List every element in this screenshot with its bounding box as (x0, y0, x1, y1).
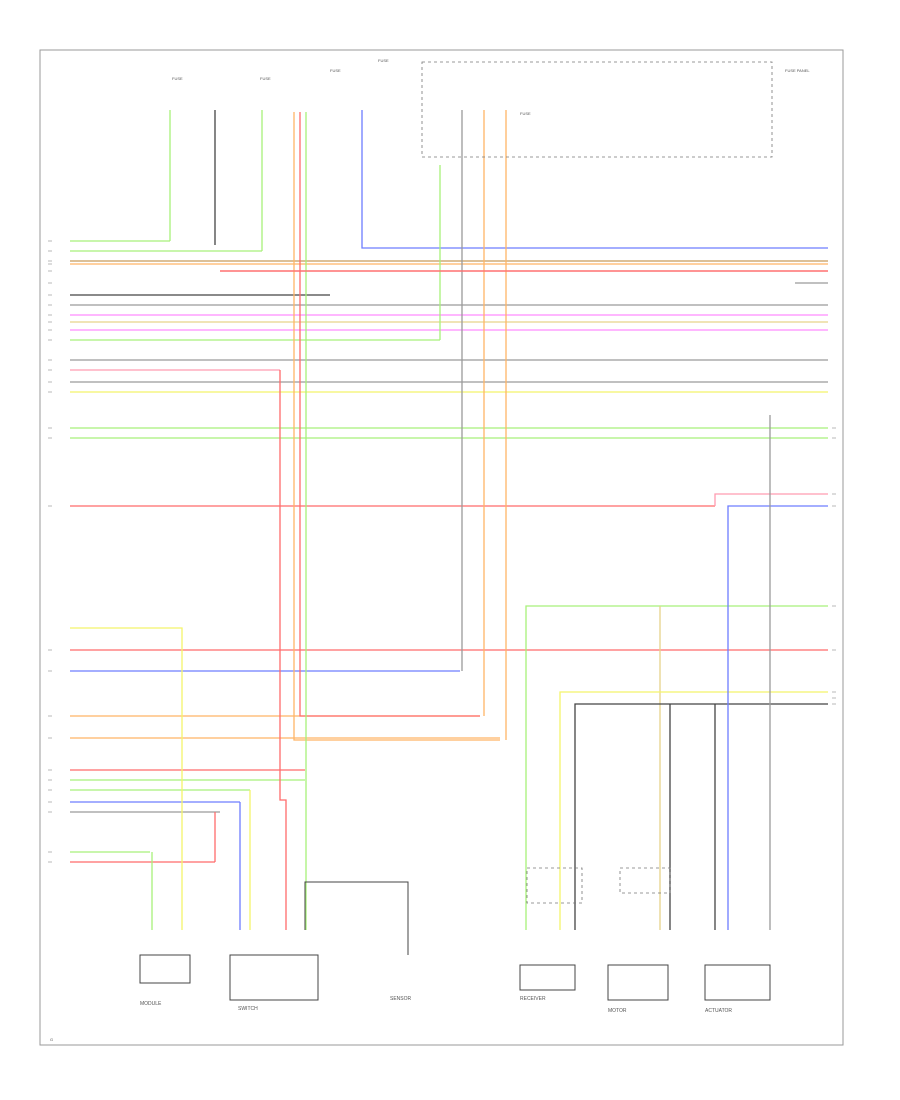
receiver-bracket (304, 881, 409, 955)
fuse-label-4: FUSE (378, 58, 389, 63)
fuse-panel-outline (421, 61, 773, 158)
component-label-2: SWITCH (238, 1006, 258, 1012)
module-feed-wire (279, 370, 287, 930)
fuse-label-2: FUSE (260, 76, 271, 81)
receiver-pink-wire (714, 493, 828, 506)
component-label-6: ACTUATOR (705, 1008, 732, 1014)
component-label-1: MODULE (140, 1001, 162, 1007)
fuse-label-5: FUSE (520, 111, 531, 116)
motor-a-wire (525, 605, 828, 930)
fuse-panel-label: FUSE PANEL (785, 68, 810, 73)
component-label-5: MOTOR (608, 1008, 627, 1014)
connector-outline-1 (526, 867, 583, 904)
fuse-label-3: FUSE (330, 68, 341, 73)
component-label-3: SENSOR (390, 996, 412, 1002)
feed-wire-4 (293, 112, 500, 741)
connector-outline-2 (619, 867, 671, 894)
feed-wire-5 (299, 112, 480, 717)
sensor-signal-wire (70, 627, 183, 930)
component-label-4: RECEIVER (520, 996, 546, 1002)
feed-wire-7 (361, 110, 828, 249)
actuator-box (704, 964, 771, 1001)
fuse-label-1: FUSE (172, 76, 183, 81)
switch-box (229, 954, 319, 1001)
label-layer: FUSE FUSE FUSE FUSE FUSE FUSE PANEL G MODULE SWI… (50, 58, 810, 1042)
actuator-signal-wire (559, 691, 828, 930)
module-box (139, 954, 191, 984)
receiver-signal-wire (727, 505, 828, 930)
component-layer (139, 61, 773, 1001)
actuator-ground-wire (574, 703, 828, 930)
motor-box-1 (519, 964, 576, 991)
diagram-frame (39, 49, 844, 1046)
ground-label: G (50, 1037, 53, 1042)
wire-layer (48, 110, 836, 930)
motor-box-2 (607, 964, 669, 1001)
